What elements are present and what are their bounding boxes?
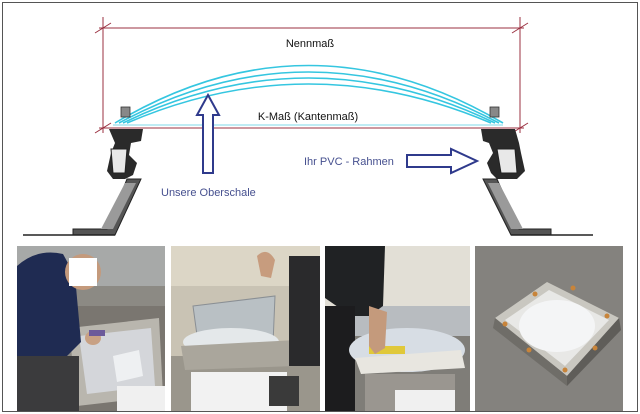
dome-shell-outline [113,64,504,126]
right-frame-profile [481,106,593,236]
label-nennmass: Nennmaß [286,38,335,50]
right-arrow-icon [406,147,480,175]
photo-placing-new-dome [325,246,470,411]
installation-diagram: Nennmaß K-Maß (Kantenmaß) Unsere Obersch… [23,17,593,236]
up-arrow-icon [195,92,221,174]
label-pvc-rahmen: Ihr PVC - Rahmen [304,156,394,168]
photo-old-dome-removal [171,246,320,411]
photo-installed-dome [475,246,623,411]
left-frame-profile [23,106,143,236]
photo-worker-cleaning-frame [17,246,165,411]
label-kmass: K-Maß (Kantenmaß) [258,111,358,123]
label-oberschale: Unsere Oberschale [161,187,256,199]
dimension-lines [94,17,529,134]
